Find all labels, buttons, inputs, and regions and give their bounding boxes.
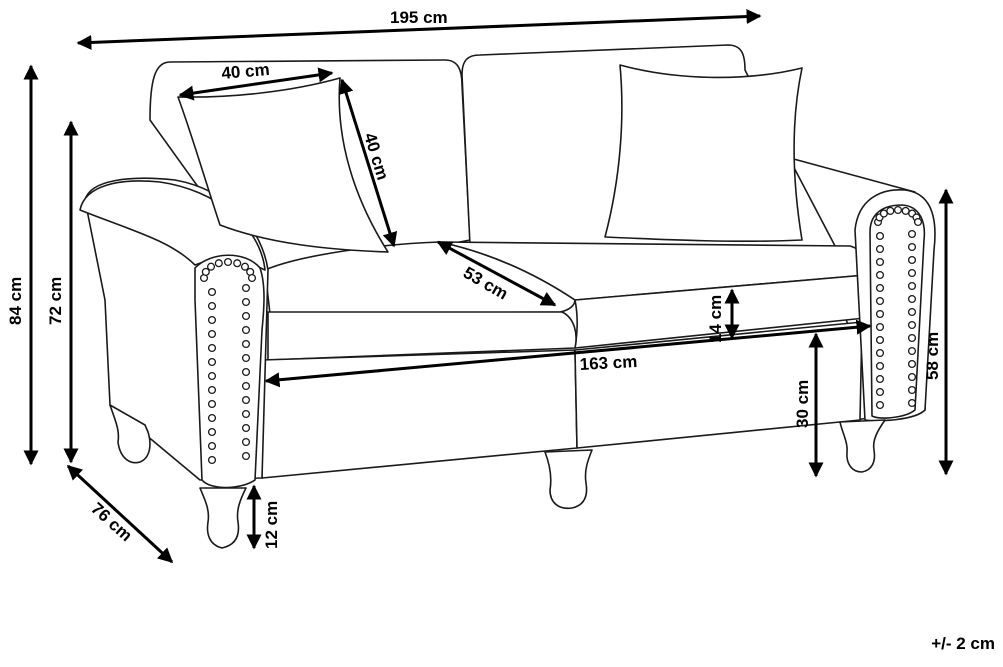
nailhead-stud bbox=[907, 255, 917, 265]
nailhead-stud bbox=[907, 307, 917, 317]
tolerance-note: +/- 2 cm bbox=[931, 634, 995, 653]
nailhead-stud bbox=[233, 259, 242, 268]
dim-line-seat-width bbox=[264, 319, 872, 388]
nailhead-stud bbox=[875, 270, 885, 280]
nailhead-stud bbox=[241, 297, 251, 307]
dim-line-seat-depth bbox=[436, 240, 557, 307]
front-skirt-left bbox=[261, 349, 578, 479]
dim-line-overall-depth bbox=[66, 464, 174, 564]
nailhead-stud bbox=[875, 387, 885, 397]
nailhead-stud bbox=[201, 267, 210, 276]
nailhead-stud bbox=[875, 244, 885, 254]
studs-left-arm bbox=[199, 257, 257, 465]
nailhead-stud bbox=[241, 437, 251, 447]
nailhead-stud bbox=[241, 311, 251, 321]
nailhead-stud bbox=[907, 281, 917, 291]
label-pillow-width: 40 cm bbox=[221, 60, 271, 83]
nailhead-stud bbox=[206, 262, 216, 271]
nailhead-stud bbox=[901, 206, 910, 215]
nailhead-stud bbox=[223, 257, 233, 267]
nailhead-stud bbox=[907, 346, 917, 356]
nailhead-stud bbox=[913, 217, 923, 227]
nailhead-stud bbox=[875, 348, 885, 358]
label-arm-height: 58 cm bbox=[923, 332, 942, 380]
nailhead-stud bbox=[875, 322, 885, 332]
nailhead-stud bbox=[875, 361, 885, 371]
nailhead-stud bbox=[241, 423, 251, 433]
nailhead-stud bbox=[207, 343, 217, 353]
nailhead-stud bbox=[893, 205, 903, 215]
nailhead-stud bbox=[241, 283, 251, 293]
dim-line-overall-width bbox=[76, 9, 762, 50]
dim-line-pillow-height bbox=[338, 78, 398, 248]
nailhead-stud bbox=[907, 333, 917, 343]
nailhead-stud bbox=[907, 398, 917, 408]
nailhead-stud bbox=[240, 262, 250, 271]
nailhead-stud bbox=[907, 359, 917, 369]
nailhead-stud bbox=[207, 329, 217, 339]
nailhead-stud bbox=[907, 320, 917, 330]
nailhead-stud bbox=[241, 339, 251, 349]
nailhead-stud bbox=[875, 296, 885, 306]
nailhead-stud bbox=[907, 294, 917, 304]
pillow-right bbox=[604, 64, 803, 243]
nailhead-stud bbox=[907, 268, 917, 278]
nailhead-stud bbox=[875, 309, 885, 319]
label-cushion-height: 14 cm bbox=[706, 295, 725, 343]
nailhead-stud bbox=[207, 301, 217, 311]
nailhead-stud bbox=[886, 206, 895, 215]
label-overall-height: 84 cm bbox=[6, 277, 25, 325]
nailhead-stud bbox=[875, 257, 885, 267]
label-overall-width: 195 cm bbox=[390, 8, 448, 27]
nailhead-stud bbox=[241, 325, 251, 335]
nailhead-stud bbox=[207, 371, 217, 381]
nailhead-stud bbox=[247, 273, 257, 283]
nailhead-stud bbox=[241, 381, 251, 391]
nailhead-stud bbox=[875, 374, 885, 384]
nailhead-stud bbox=[875, 335, 885, 345]
nailhead-stud bbox=[241, 367, 251, 377]
nailhead-stud bbox=[207, 287, 217, 297]
label-leg-height: 12 cm bbox=[262, 501, 281, 549]
nailhead-stud bbox=[207, 413, 217, 423]
nailhead-stud bbox=[207, 441, 217, 451]
nailhead-stud bbox=[207, 385, 217, 395]
nailhead-stud bbox=[241, 409, 251, 419]
nailhead-stud bbox=[207, 427, 217, 437]
nailhead-stud bbox=[879, 209, 888, 218]
studs-right-arm bbox=[873, 205, 923, 410]
sofa-drawing bbox=[79, 44, 936, 549]
leg-front-left bbox=[199, 487, 247, 549]
label-back-height: 72 cm bbox=[46, 277, 65, 325]
nailhead-stud bbox=[207, 399, 217, 409]
nailhead-stud bbox=[907, 229, 917, 239]
nailhead-stud bbox=[207, 357, 217, 367]
leg-front-right bbox=[839, 419, 886, 473]
nailhead-stud bbox=[907, 242, 917, 252]
dim-line-pillow-width bbox=[178, 67, 334, 101]
label-seat-width: 163 cm bbox=[579, 352, 638, 374]
nailhead-stud bbox=[241, 451, 251, 461]
nailhead-stud bbox=[875, 283, 885, 293]
nailhead-stud bbox=[207, 455, 217, 465]
leg-back-left bbox=[109, 404, 151, 464]
label-seat-height: 30 cm bbox=[793, 380, 812, 428]
nailhead-stud bbox=[907, 372, 917, 382]
nailhead-stud bbox=[875, 400, 885, 410]
left-arm-front-panel bbox=[194, 254, 265, 489]
dimension-lines bbox=[23, 9, 954, 564]
nailhead-stud bbox=[241, 353, 251, 363]
nailhead-stud bbox=[907, 385, 917, 395]
nailhead-stud bbox=[875, 231, 885, 241]
nailhead-stud bbox=[207, 315, 217, 325]
leg-front-middle bbox=[544, 449, 593, 510]
nailhead-stud bbox=[241, 395, 251, 405]
nailhead-stud bbox=[214, 259, 223, 268]
